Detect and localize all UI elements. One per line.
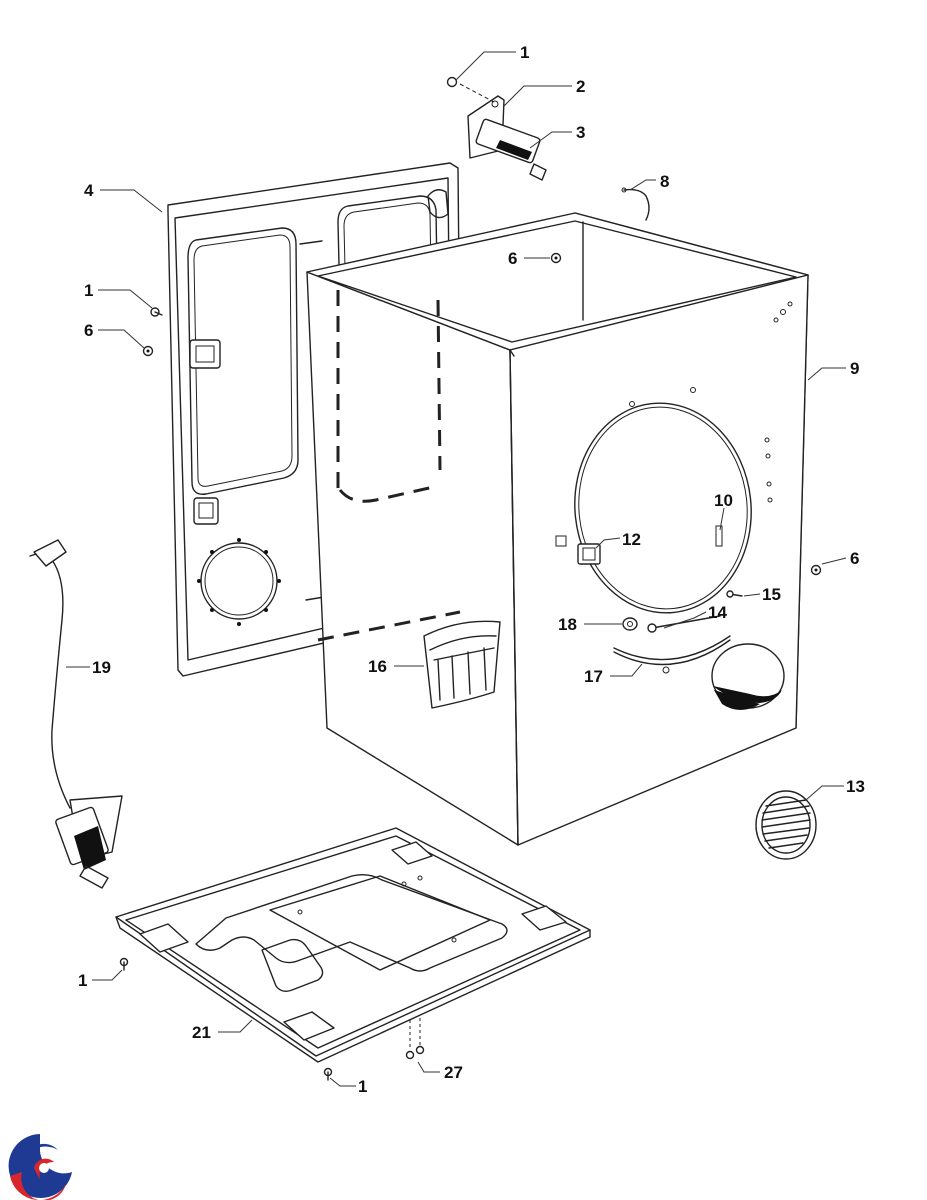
callout-2: 2 bbox=[576, 77, 585, 96]
callout-1-base-left: 1 bbox=[78, 971, 87, 990]
callout-6-left: 6 bbox=[84, 321, 93, 340]
callout-13: 13 bbox=[846, 777, 865, 796]
base-plate-part bbox=[115, 827, 591, 1063]
screw-part-6-top bbox=[550, 252, 562, 264]
screw-part-1-left bbox=[150, 307, 163, 317]
screw-part-6-right bbox=[810, 564, 822, 576]
cabinet-part bbox=[306, 212, 809, 846]
door-catch-part bbox=[577, 543, 601, 565]
callout-18: 18 bbox=[558, 615, 577, 634]
callout-1-base-bottom: 1 bbox=[358, 1077, 367, 1096]
hinge-pin-part bbox=[622, 615, 721, 633]
vent-grille-part bbox=[755, 790, 817, 860]
callout-4: 4 bbox=[84, 181, 94, 200]
screw-part-1-base-left bbox=[119, 957, 129, 971]
callout-27: 27 bbox=[444, 1063, 463, 1082]
callout-3: 3 bbox=[576, 123, 585, 142]
callout-leaders bbox=[66, 51, 847, 1087]
callout-9: 9 bbox=[850, 359, 859, 378]
callout-1-top: 1 bbox=[520, 43, 529, 62]
screw-part-6-left bbox=[142, 345, 154, 357]
callout-19: 19 bbox=[92, 658, 111, 677]
door-seal-strip-part bbox=[613, 635, 731, 674]
wire-harness-part bbox=[621, 187, 650, 221]
callout-6-right: 6 bbox=[850, 549, 859, 568]
door-switch-assembly-part bbox=[446, 76, 547, 181]
brand-swirl-logo-icon bbox=[8, 1134, 72, 1200]
screw-part-1-base-bottom bbox=[323, 1067, 333, 1081]
callout-8: 8 bbox=[660, 172, 669, 191]
callout-21: 21 bbox=[192, 1023, 211, 1042]
callout-15: 15 bbox=[762, 585, 781, 604]
callout-1-left: 1 bbox=[84, 281, 93, 300]
kick-panel-part bbox=[423, 620, 501, 709]
power-cord-part bbox=[29, 539, 123, 889]
callout-16: 16 bbox=[368, 657, 387, 676]
callout-6-top: 6 bbox=[508, 249, 517, 268]
callout-14: 14 bbox=[708, 603, 727, 622]
callout-labels: 1 2 3 8 4 6 1 6 9 10 12 6 15 18 14 16 17… bbox=[78, 43, 865, 1096]
screw-part-15 bbox=[726, 590, 743, 598]
callout-12: 12 bbox=[622, 530, 641, 549]
screw-part-27 bbox=[405, 1018, 425, 1060]
callout-17: 17 bbox=[584, 667, 603, 686]
callout-10: 10 bbox=[714, 491, 733, 510]
